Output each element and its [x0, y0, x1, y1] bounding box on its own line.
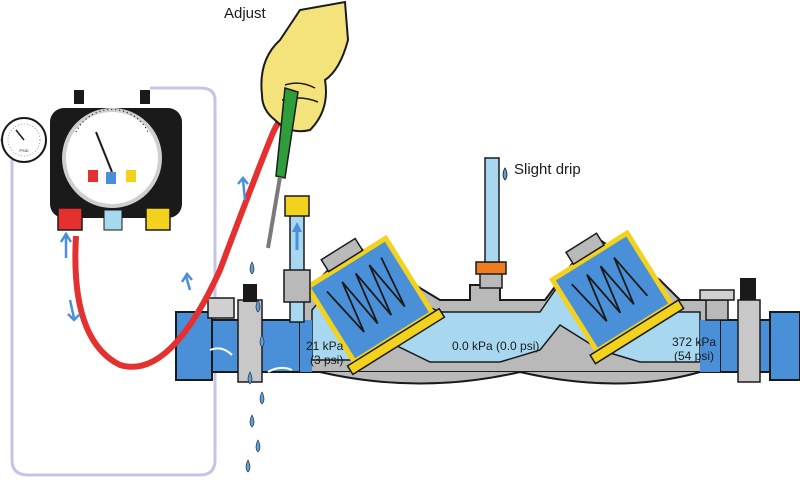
spring-icon [571, 257, 649, 322]
zone-outlet-psi: (54 psi) [674, 349, 714, 363]
shutoff-valve-outlet [737, 278, 761, 383]
differential-gauge-icon [50, 90, 182, 258]
zone-inlet-psi: (3 psi) [310, 353, 343, 367]
check-valve-2 [548, 229, 685, 365]
zone-inlet-kpa: 21 kPa [306, 339, 344, 353]
screwdriver-icon [266, 87, 299, 249]
zone-outlet-kpa: 372 kPa [672, 335, 716, 349]
red-hose [72, 105, 294, 370]
drip-column [245, 261, 265, 473]
test-cock-middle [475, 261, 507, 289]
check-valve-1 [304, 234, 446, 376]
adjust-label: Adjust [224, 5, 267, 22]
test-cock-outlet [699, 289, 735, 321]
small-gauge-label: PSID [19, 148, 28, 153]
water-drop-icon [502, 167, 508, 181]
slight-drip-label: Slight drip [514, 161, 581, 178]
zone-middle: 0.0 kPa (0.0 psi) [452, 339, 539, 353]
shutoff-valve-inlet [207, 284, 263, 383]
slight-drip-tube [484, 157, 508, 263]
hand-icon [260, 0, 350, 133]
sensing-tube [283, 195, 311, 323]
small-gauge: PSID [1, 117, 47, 163]
spring-icon [326, 257, 406, 333]
